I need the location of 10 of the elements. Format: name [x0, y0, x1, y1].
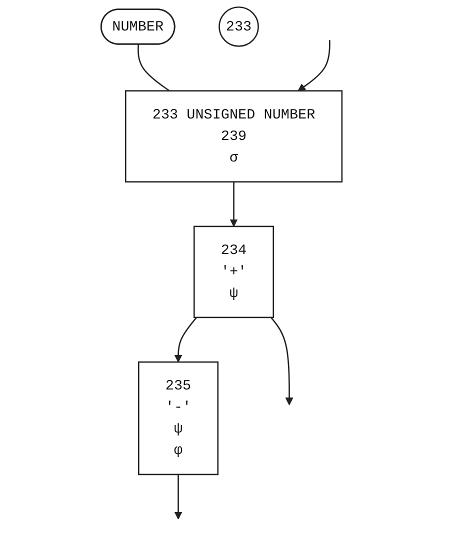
- arrow: [297, 40, 330, 92]
- arrow: [174, 474, 182, 520]
- arrow: [270, 317, 293, 406]
- arrow: [230, 182, 238, 227]
- arrow: [174, 317, 197, 362]
- node-circle: 233: [218, 6, 259, 47]
- connector: [137, 44, 170, 92]
- node-box: 235 '-' ψ φ: [138, 361, 218, 476]
- node-box: 234 '+' ψ: [193, 226, 274, 318]
- node-box: 233 UNSIGNED NUMBER 239 σ: [124, 90, 342, 182]
